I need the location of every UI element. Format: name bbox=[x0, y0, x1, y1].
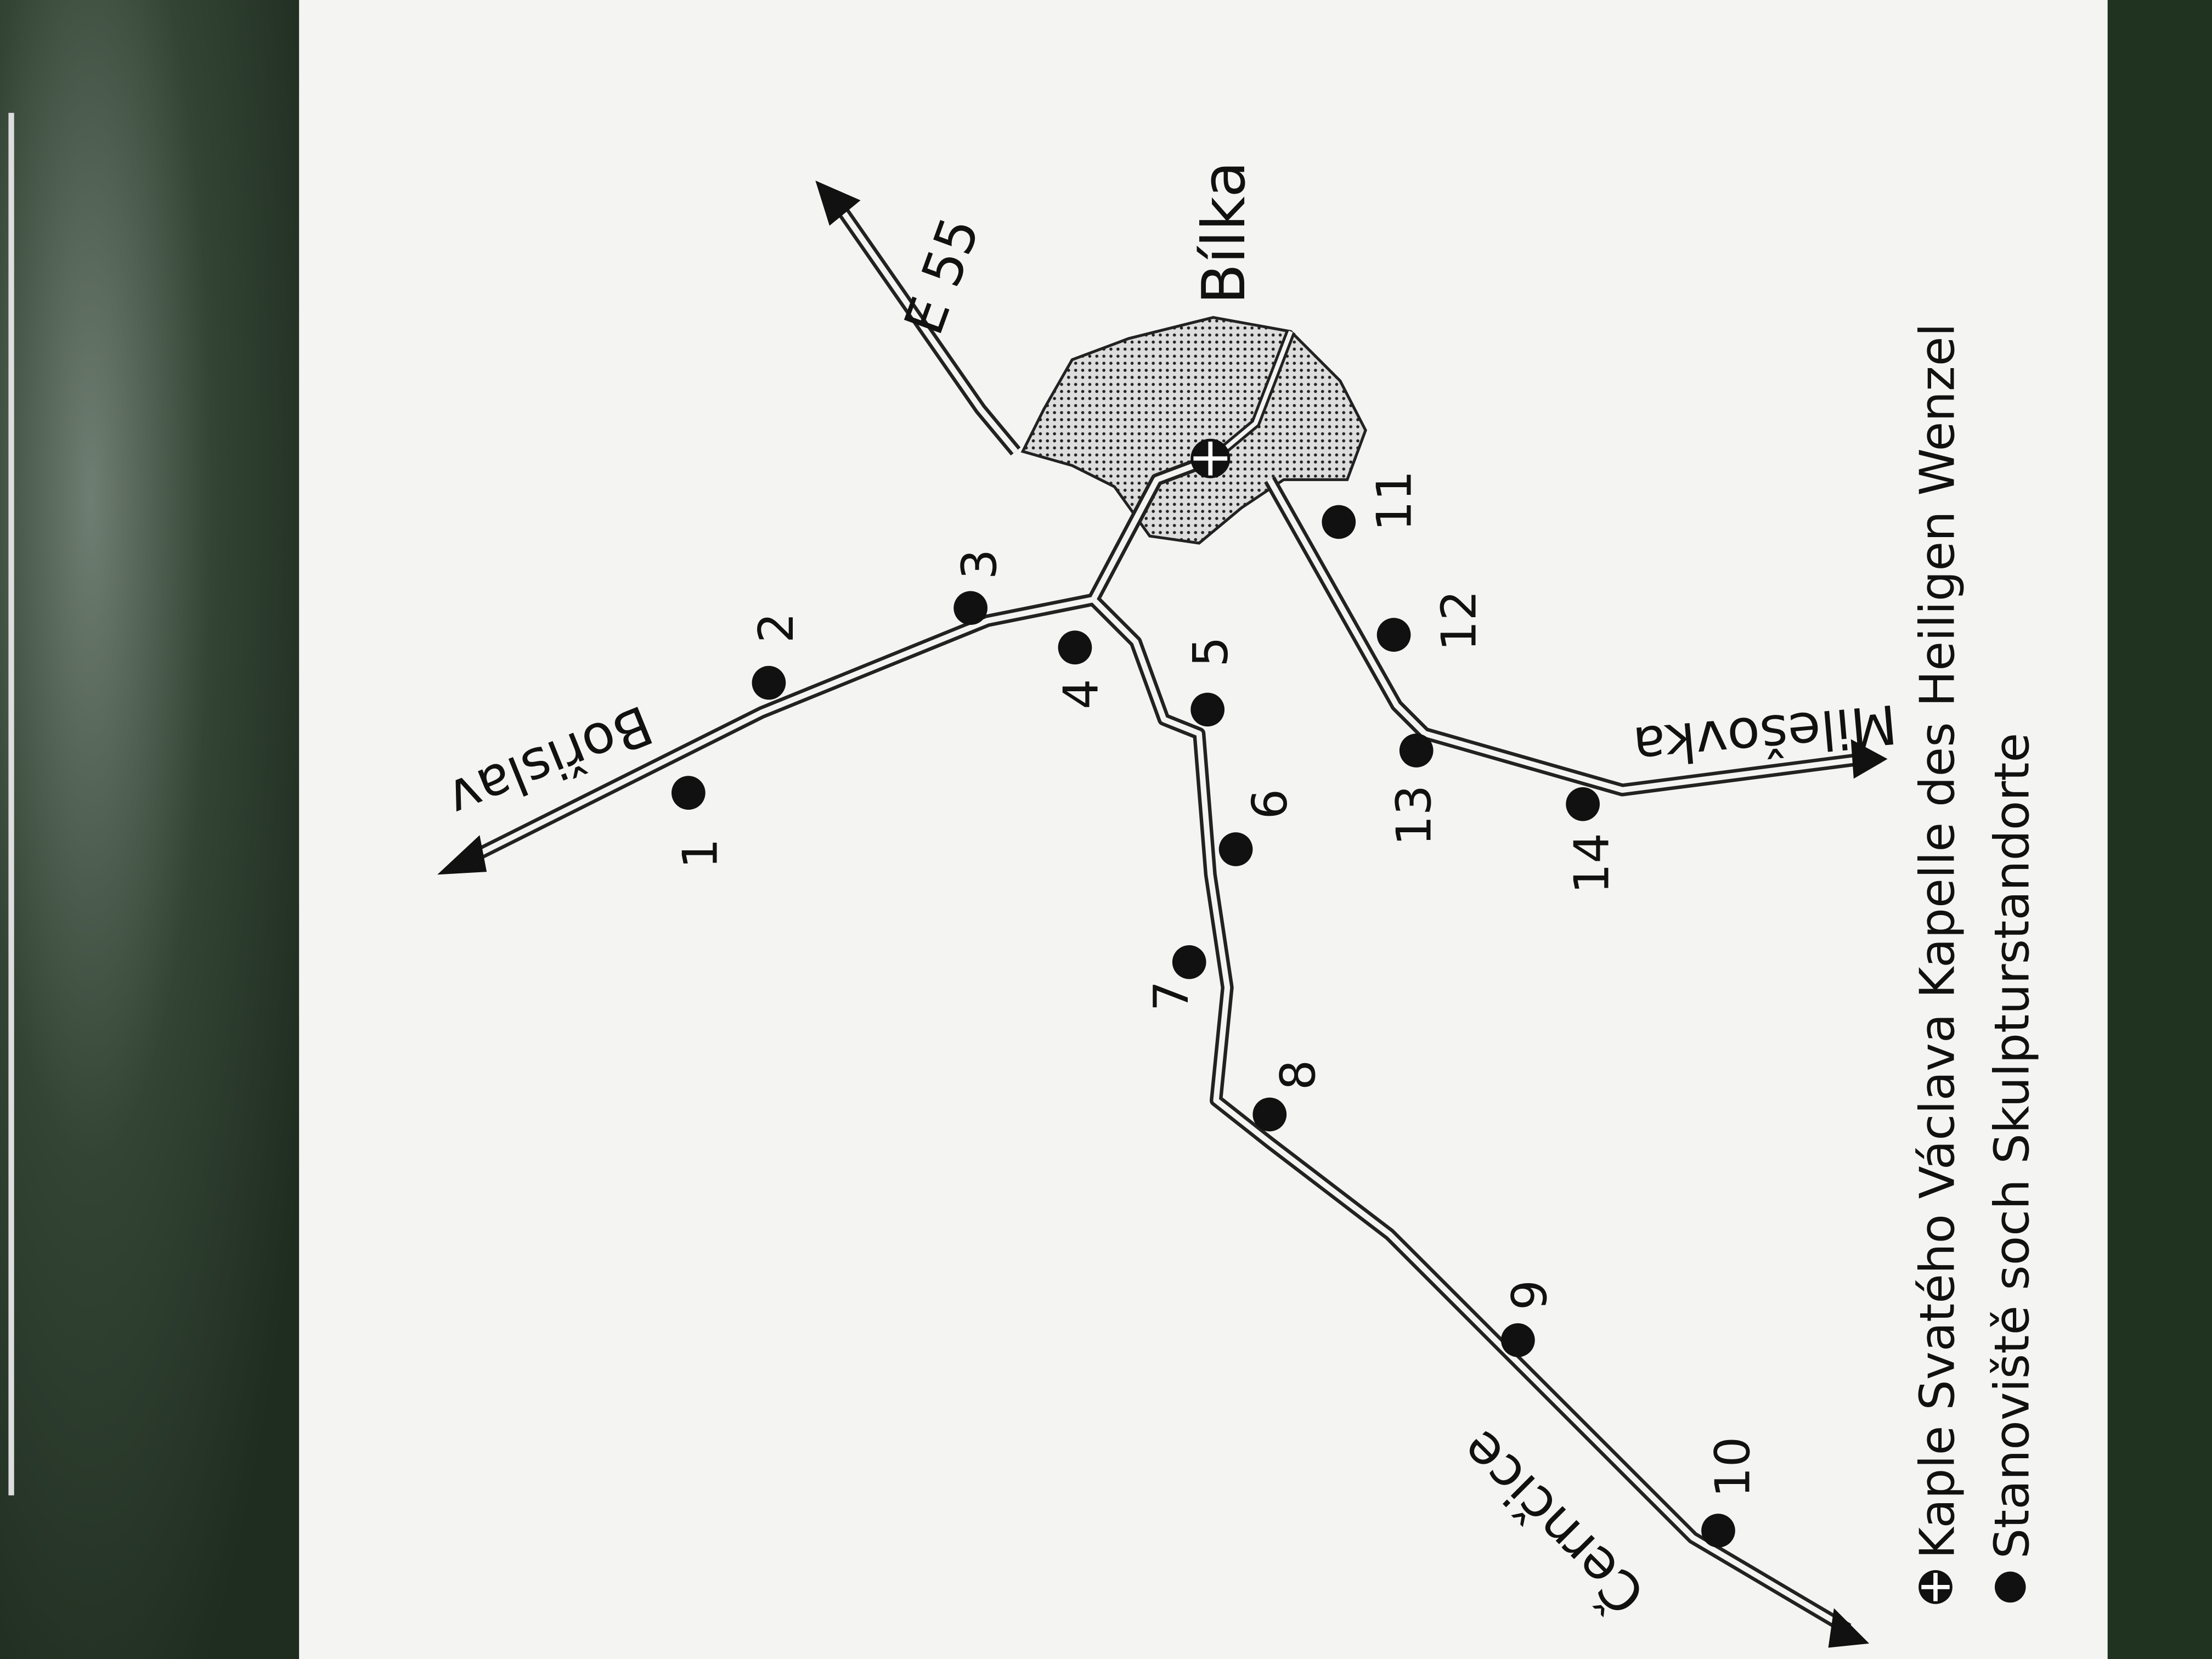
legend-chapel-icon bbox=[1918, 1570, 1953, 1604]
village-area bbox=[1020, 315, 1367, 545]
marker-label-13: 13 bbox=[1386, 785, 1442, 846]
marker-label-6: 6 bbox=[1242, 789, 1298, 820]
arrow-milesovka-icon bbox=[1850, 739, 1888, 779]
marker-10 bbox=[1701, 1514, 1735, 1548]
arrow-cernice-icon bbox=[1828, 1608, 1870, 1648]
frame-line bbox=[8, 112, 14, 1496]
marker-label-1: 1 bbox=[672, 838, 728, 869]
marker-3 bbox=[953, 591, 988, 625]
marker-label-4: 4 bbox=[1053, 679, 1109, 709]
marker-14 bbox=[1566, 787, 1600, 821]
marker-label-2: 2 bbox=[748, 612, 804, 643]
marker-6 bbox=[1218, 832, 1253, 866]
arrow-borislav-icon bbox=[437, 835, 487, 875]
marker-12 bbox=[1376, 618, 1411, 652]
arrow-e55-icon bbox=[815, 180, 861, 226]
legend-sculptures-text: Stanoviště soch Skulpturstandorte bbox=[1984, 733, 2040, 1559]
background-right bbox=[2102, 0, 2212, 1659]
marker-9 bbox=[1501, 1323, 1535, 1357]
marker-label-14: 14 bbox=[1564, 833, 1620, 894]
marker-label-5: 5 bbox=[1183, 636, 1239, 667]
marker-label-8: 8 bbox=[1271, 1060, 1327, 1091]
background-left bbox=[0, 0, 303, 1659]
marker-1 bbox=[672, 776, 706, 810]
marker-label-3: 3 bbox=[951, 549, 1007, 580]
marker-2 bbox=[752, 665, 786, 700]
marker-label-12: 12 bbox=[1431, 590, 1487, 651]
chapel-cross-icon bbox=[1190, 438, 1231, 478]
roads bbox=[462, 196, 1863, 1635]
marker-5 bbox=[1190, 692, 1224, 727]
marker-label-7: 7 bbox=[1143, 981, 1199, 1012]
legend: Kaple Svatého Václava Kapelle des Heilig… bbox=[1909, 323, 2040, 1604]
town-label: Bílka bbox=[1190, 161, 1259, 304]
sculpture-markers bbox=[672, 505, 1735, 1548]
marker-7 bbox=[1172, 945, 1206, 979]
marker-11 bbox=[1322, 505, 1356, 539]
marker-label-9: 9 bbox=[1502, 1280, 1558, 1311]
marker-label-10: 10 bbox=[1705, 1437, 1761, 1498]
legend-chapel-text: Kaple Svatého Václava Kapelle des Heilig… bbox=[1909, 323, 1965, 1559]
marker-4 bbox=[1058, 630, 1092, 665]
marker-8 bbox=[1252, 1097, 1287, 1132]
legend-dot-icon bbox=[1995, 1571, 2026, 1603]
marker-13 bbox=[1399, 733, 1434, 768]
marker-label-11: 11 bbox=[1366, 470, 1422, 531]
